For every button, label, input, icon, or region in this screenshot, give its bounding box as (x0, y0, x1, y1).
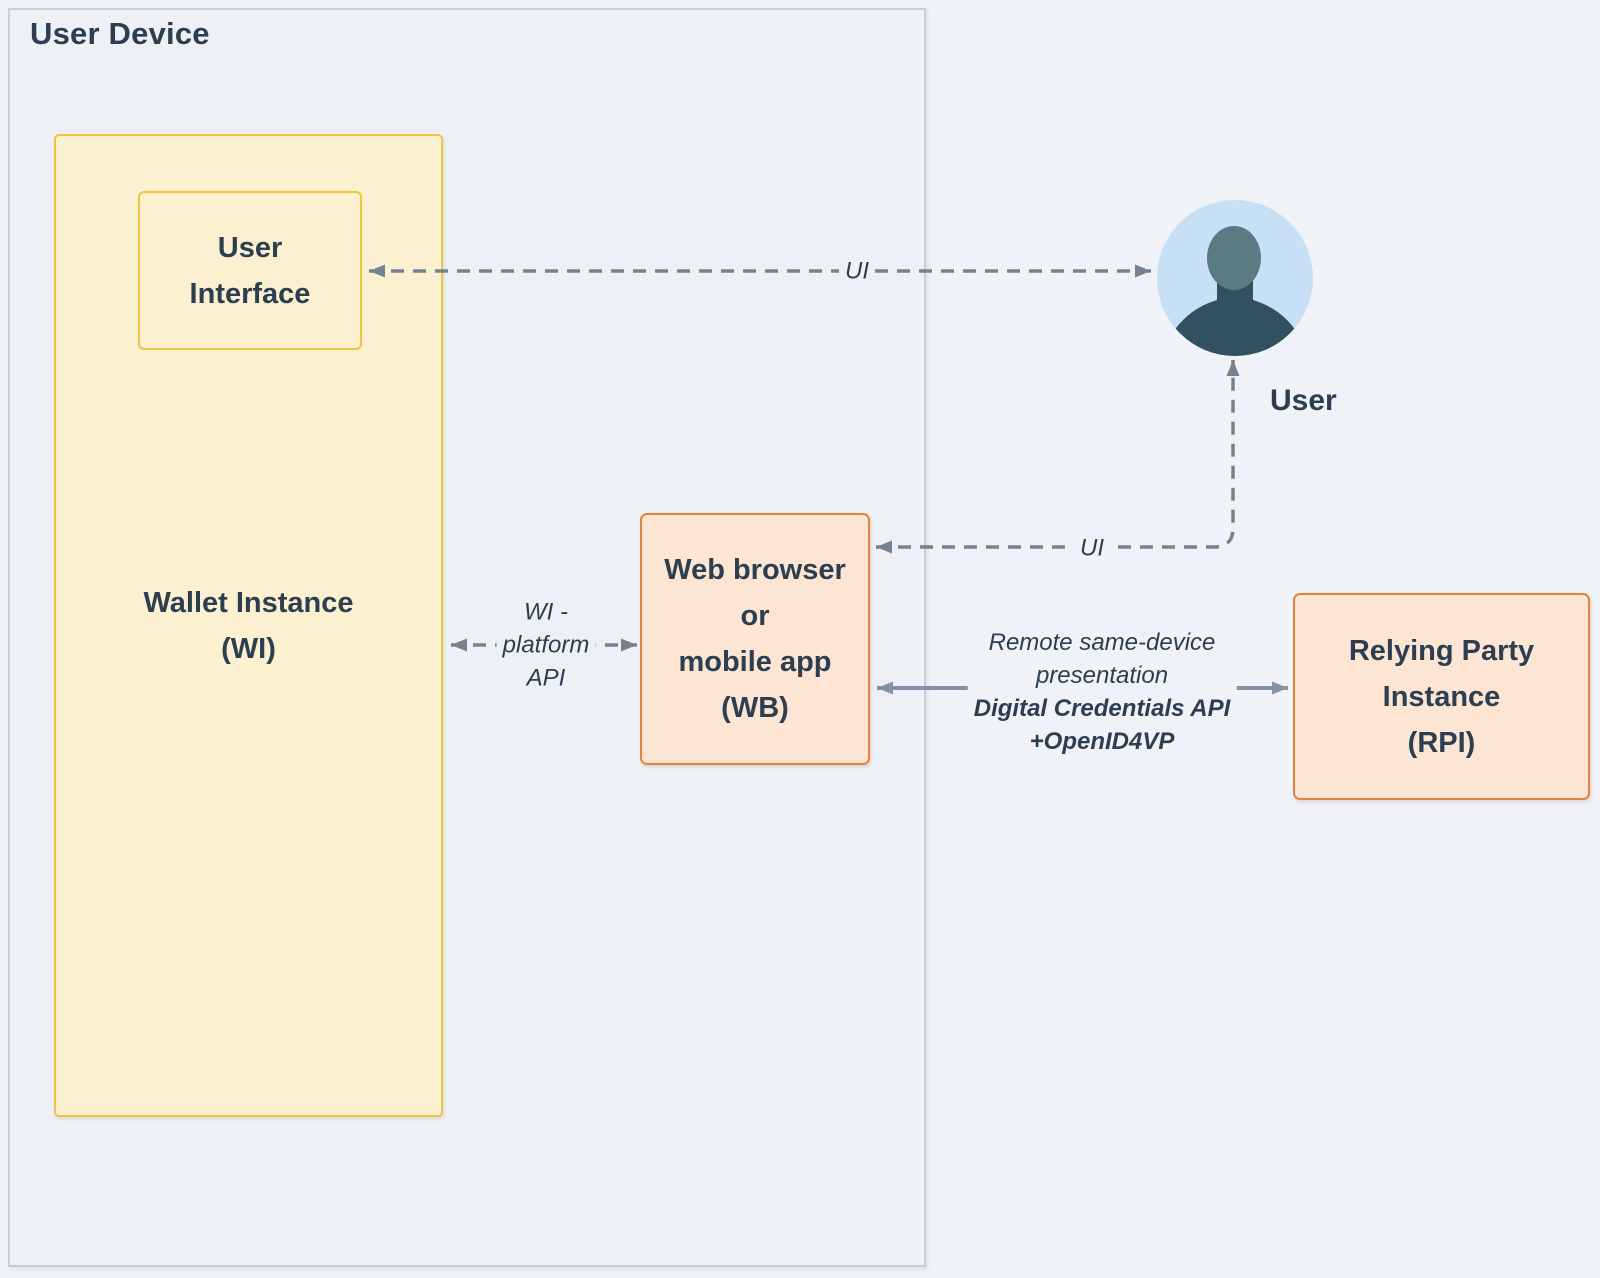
user-interface-node: User Interface (138, 191, 362, 350)
edge-label-wi-line3: API (526, 664, 566, 692)
edge-label-ui-top: UI (839, 253, 875, 289)
web-browser-label-line4: (WB) (721, 692, 789, 724)
user-device-title: User Device (30, 16, 210, 51)
user-avatar-icon (1157, 200, 1313, 356)
user-interface-label-line1: User (217, 231, 283, 264)
web-browser-node: Web browser or mobile app (WB) (640, 513, 870, 765)
relying-party-node: Relying Party Instance (RPI) (1293, 593, 1590, 800)
presentation-label-line2: presentation (1035, 662, 1169, 689)
presentation-label-line3: Digital Credentials API (973, 695, 1231, 722)
edge-label-presentation: Remote same-device presentation Digital … (967, 625, 1237, 759)
presentation-label-line4: +OpenID4VP (1029, 728, 1175, 755)
edge-label-wi-line2: platform (502, 631, 590, 659)
edge-ui-bottom (876, 360, 1240, 554)
user-interface-label-line2: Interface (189, 277, 311, 310)
user-label: User (1270, 384, 1337, 417)
web-browser-label-line1: Web browser (664, 554, 846, 586)
web-browser-label-line3: mobile app (678, 646, 832, 678)
relying-party-label-line2: Instance (1382, 680, 1501, 713)
relying-party-label-line3: (RPI) (1407, 726, 1476, 759)
edge-label-ui-bottom: UI (1074, 530, 1110, 566)
edge-label-wi-platform-api: WI - platform API (496, 594, 596, 696)
relying-party-label-line1: Relying Party (1348, 634, 1535, 667)
web-browser-label-line2: or (740, 600, 770, 632)
edge-label-wi-line1: WI - (524, 598, 568, 626)
presentation-label-line1: Remote same-device (988, 629, 1216, 656)
wallet-instance-label-line1: Wallet Instance (143, 586, 354, 619)
wallet-instance-label-line2: (WI) (221, 632, 276, 665)
